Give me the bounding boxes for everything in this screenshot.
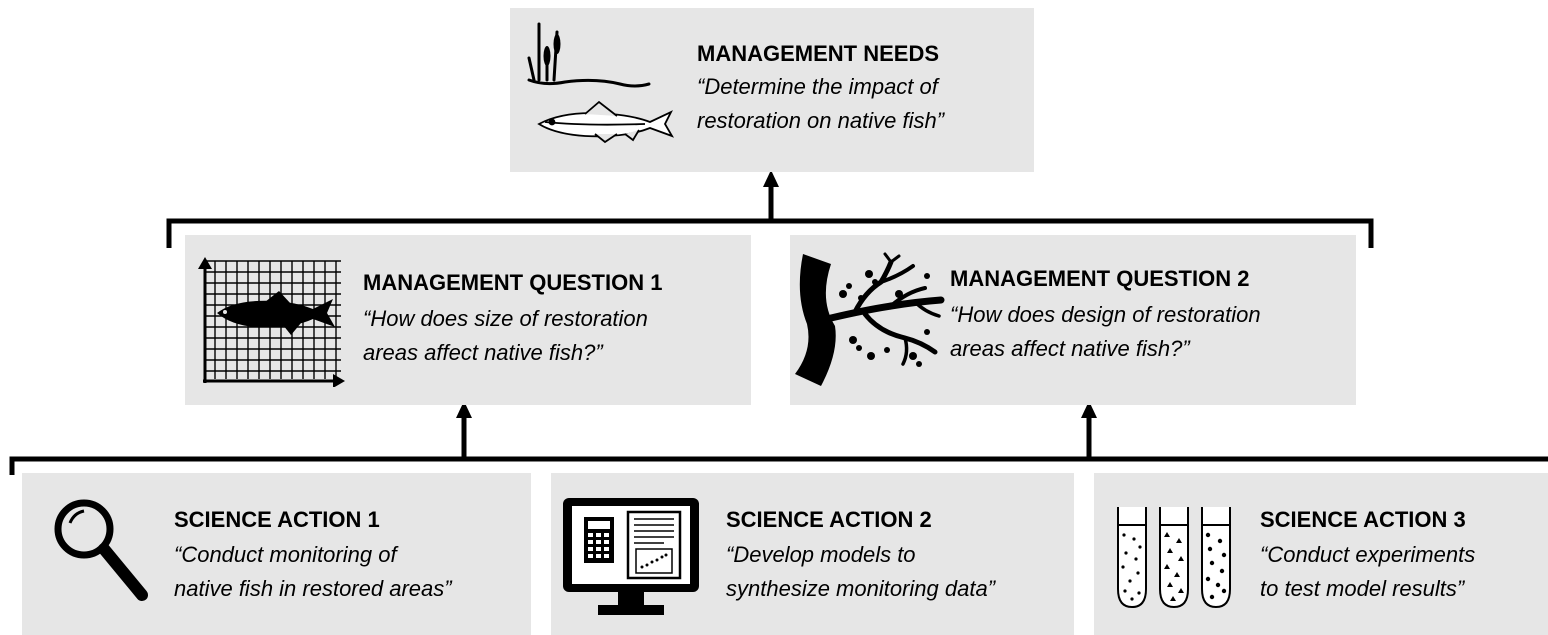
- management-question-2-title: MANAGEMENT QUESTION 2: [950, 266, 1250, 291]
- management-question-2-quote-line-2: areas affect native fish?”: [950, 336, 1190, 361]
- document-chart-icon: [626, 510, 682, 580]
- management-needs-box: [510, 8, 1034, 172]
- management-question-1-quote-line-1: “How does size of restoration: [363, 306, 648, 331]
- science-action-1-title: SCIENCE ACTION 1: [174, 507, 380, 532]
- science-action-3-title: SCIENCE ACTION 3: [1260, 507, 1466, 532]
- magnifying-glass-icon: [54, 499, 148, 601]
- management-needs-quote-line-1: “Determine the impact of: [697, 74, 938, 99]
- fish-on-grid-icon: [198, 257, 345, 387]
- management-needs-quote-line-2: restoration on native fish”: [697, 108, 945, 133]
- science-action-3-quote-line-1: “Conduct experiments: [1260, 542, 1476, 567]
- arrowhead-question-1: [456, 401, 472, 418]
- management-question-2-box: [790, 235, 1356, 405]
- management-question-1-quote-line-2: areas affect native fish?”: [363, 340, 603, 365]
- test-tubes-icon: [1117, 507, 1231, 609]
- science-action-2-title: SCIENCE ACTION 2: [726, 507, 932, 532]
- lower-bracket: [9, 456, 1548, 475]
- management-needs-title: MANAGEMENT NEEDS: [697, 41, 940, 66]
- management-question-2-quote-line-1: “How does design of restoration: [950, 302, 1261, 327]
- computer-monitor-icon: [563, 498, 699, 615]
- branching-channel-icon: [795, 252, 945, 386]
- science-action-1-quote-line-2: native fish in restored areas”: [174, 576, 452, 601]
- arrowhead-question-2: [1081, 401, 1097, 418]
- cattail-and-fish-icon: [527, 22, 675, 144]
- science-action-2-quote-line-2: synthesize monitoring data”: [726, 576, 996, 601]
- calculator-icon: [584, 517, 614, 563]
- science-action-3-quote-line-2: to test model results”: [1260, 576, 1465, 601]
- management-question-1-title: MANAGEMENT QUESTION 1: [363, 270, 663, 295]
- science-action-2-quote-line-1: “Develop models to: [726, 542, 916, 567]
- science-action-1-quote-line-1: “Conduct monitoring of: [174, 542, 397, 567]
- arrowhead-needs: [763, 170, 779, 187]
